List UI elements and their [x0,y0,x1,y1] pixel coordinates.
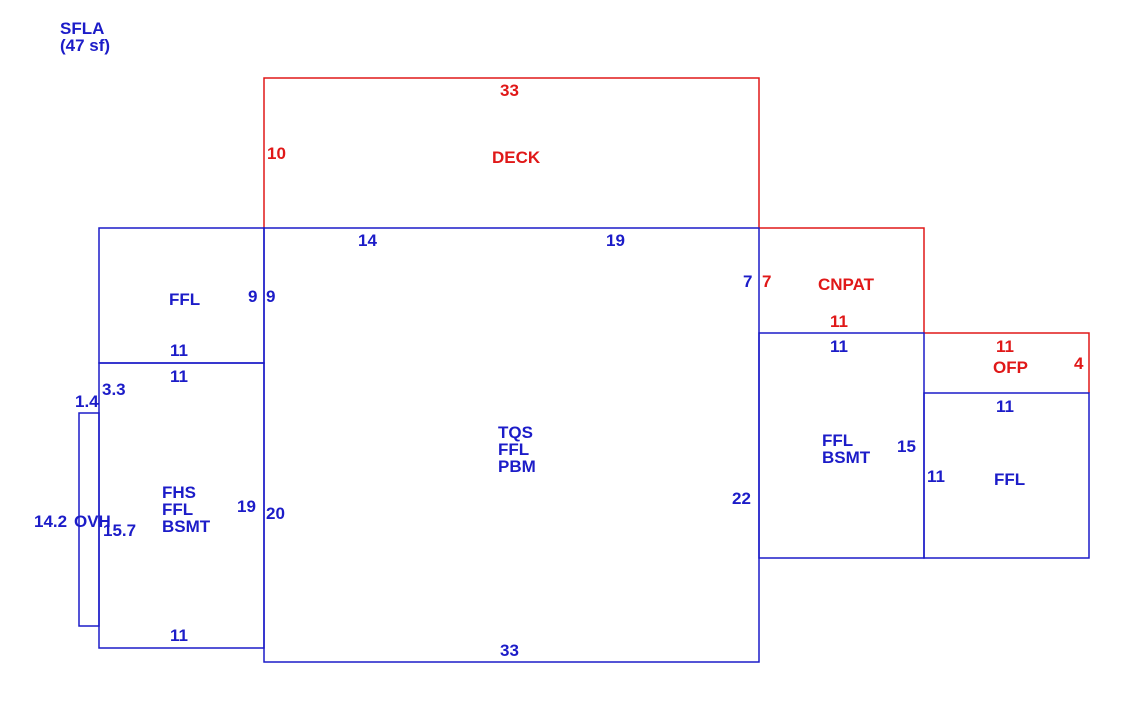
deck-outline [263,77,760,228]
canopy-dim-bottom: 11 [830,312,848,331]
deck-dim-left: 10 [267,144,286,163]
canopy-dim-left: 7 [762,272,771,291]
left-lower-label-line3: BSMT [162,517,211,536]
left-lower-label-line1: FHS [162,483,196,502]
left-upper-label: FFL [169,290,200,309]
right-mid-label-line1: FFL [822,431,853,450]
left-upper-dim-right: 9 [248,287,257,306]
porch-outline [924,332,1090,393]
main-label-line1: TQS [498,423,533,442]
left-lower-dim-notch: 3.3 [102,380,126,399]
porch-label: OFP [993,358,1028,377]
main-dim-top-right: 19 [606,231,625,250]
right-far-label: FFL [994,470,1025,489]
porch-dim-top: 11 [996,337,1014,356]
overhang-dim-top: 1.4 [75,392,99,411]
overhang-label: OVH [74,512,111,531]
right-mid-dim-right: 15 [897,437,916,456]
main-label-line3: PBM [498,457,536,476]
main-dim-left-lower: 20 [266,504,285,523]
right-mid-label-line2: BSMT [822,448,871,467]
right-far-dim-left: 11 [927,467,945,486]
left-lower-dim-top: 11 [170,367,188,386]
left-lower-dim-right: 19 [237,497,256,516]
main-dim-right-upper: 7 [743,272,752,291]
right-mid-dim-top: 11 [830,337,848,356]
left-lower-dim-left: 15.7 [103,521,136,540]
canopy-outline [759,227,925,333]
left-lower-dim-bottom: 11 [170,626,188,645]
canopy-label: CNPAT [818,275,875,294]
main-dim-top-left: 14 [358,231,377,250]
deck-label: DECK [492,148,541,167]
main-dim-right-lower: 22 [732,489,751,508]
left-lower-label-line2: FFL [162,500,193,519]
overhang-dim-left: 14.2 [34,512,67,531]
deck-dim-top: 33 [500,81,519,100]
main-label-line2: FFL [498,440,529,459]
sfla-title: SFLA [60,19,104,38]
sfla-area: (47 sf) [60,36,110,55]
right-far-dim-top: 11 [996,397,1014,416]
porch-dim-right: 4 [1074,354,1084,373]
overhang-outline [78,412,100,627]
left-upper-dim-bottom: 11 [170,341,188,360]
main-dim-bottom: 33 [500,641,519,660]
right-far-outline [923,392,1090,559]
main-dim-left-upper: 9 [266,287,275,306]
